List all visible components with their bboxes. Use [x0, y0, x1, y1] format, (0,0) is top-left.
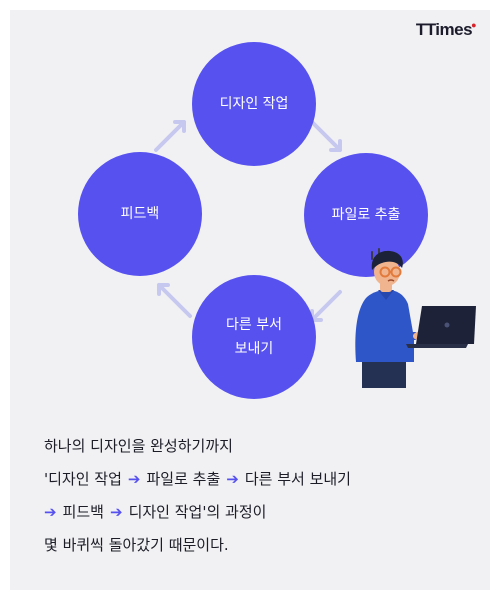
arrow-feedback-to-design-icon	[154, 120, 186, 152]
arrow-right-icon: ➔	[226, 470, 239, 488]
description-line-2-part-2: 파일로 추출	[146, 470, 221, 488]
logo-dot-icon: ●	[471, 20, 476, 31]
arrow-right-icon: ➔	[109, 503, 123, 521]
ttimes-logo: TTimes●	[415, 20, 477, 40]
arrow-design-to-export-icon	[308, 118, 342, 152]
arrow-export-to-deliver-icon	[310, 290, 342, 322]
step-design-label: 디자인 작업	[219, 96, 289, 112]
person-with-laptop-illustration	[355, 248, 476, 388]
description-line-1: 하나의 디자인을 완성하기까지	[44, 437, 233, 455]
arrow-right-icon: ➔	[44, 503, 57, 521]
step-deliver-circle: 다른 부서 보내기	[192, 275, 316, 399]
description-line-3-part-2: 디자인 작업'의 과정이	[128, 503, 267, 521]
step-feedback-circle: 피드백	[78, 152, 202, 276]
infographic-card: TTimes● 디자인 작업 파일로 추출 다른	[10, 10, 490, 590]
description-line-2-part-3: 다른 부서 보내기	[244, 470, 351, 488]
description-line-3: ➔ 피드백 ➔ 디자인 작업'의 과정이	[44, 496, 351, 529]
step-export-circle: 파일로 추출	[304, 153, 428, 277]
description-line-2-part-1: '디자인 작업	[44, 470, 122, 488]
logo-text: TTimes	[415, 20, 473, 39]
step-export-label: 파일로 추출	[331, 207, 401, 223]
description-line-4: 몇 바퀴씩 돌아갔기 때문이다.	[44, 536, 229, 554]
arrow-right-icon: ➔	[127, 470, 141, 488]
description-line-2: '디자인 작업 ➔ 파일로 추출 ➔ 다른 부서 보내기	[44, 463, 351, 496]
step-deliver-label: 다른 부서 보내기	[226, 317, 282, 357]
description-line-3-part-1: 피드백	[62, 503, 104, 521]
step-feedback-label: 피드백	[120, 206, 160, 222]
arrow-deliver-to-feedback-icon	[157, 283, 192, 318]
description-text: 하나의 디자인을 완성하기까지 '디자인 작업 ➔ 파일로 추출 ➔ 다른 부서 보내기…	[44, 430, 351, 562]
step-design-circle: 디자인 작업	[192, 42, 316, 166]
